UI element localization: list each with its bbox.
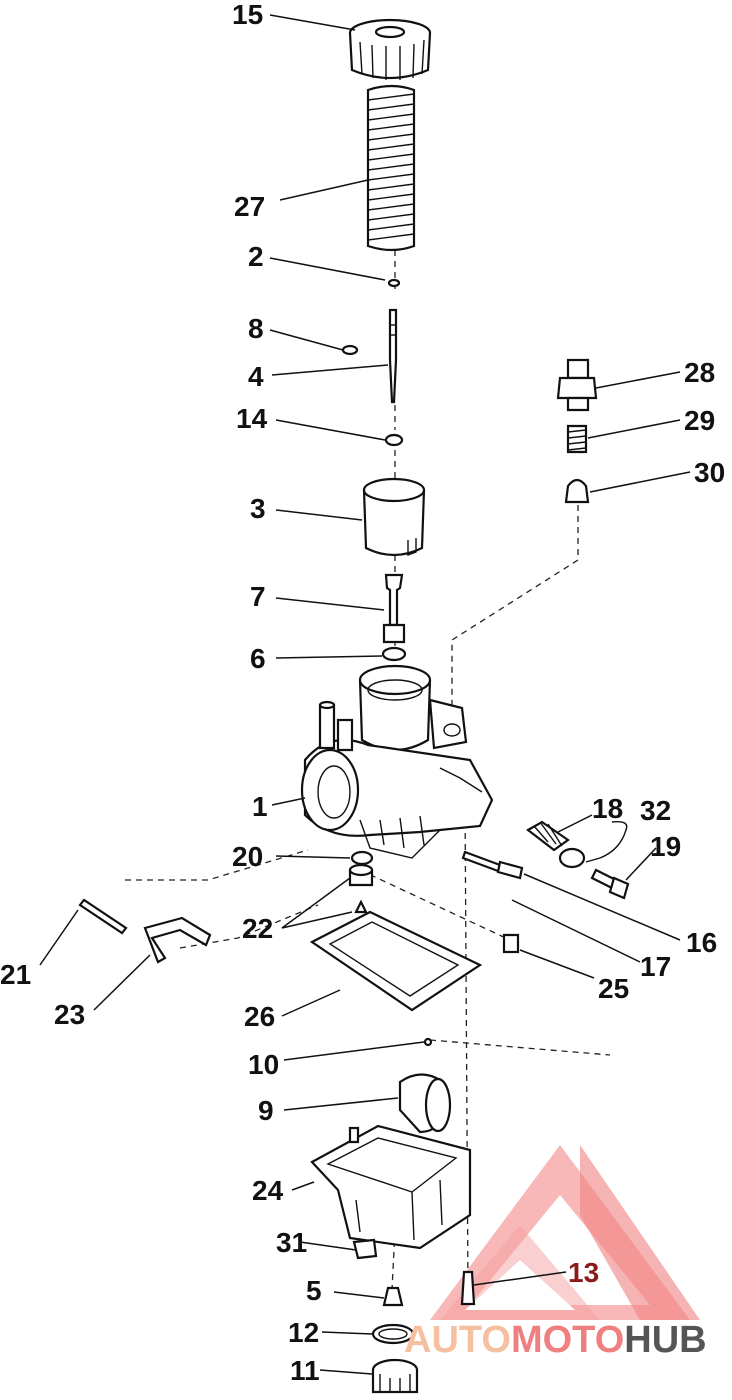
watermark-auto: AUTO: [404, 1319, 511, 1361]
label-29: 29: [684, 405, 715, 436]
part-bowl-plug: [371, 1358, 419, 1394]
label-32: 32: [640, 795, 671, 826]
leader-lines: [39, 14, 691, 1375]
label-12: 12: [288, 1317, 319, 1348]
watermark-hub: HUB: [624, 1319, 706, 1361]
label-21: 21: [0, 959, 31, 990]
label-25: 25: [598, 973, 629, 1004]
watermark-text: AUTOMOTOHUB: [404, 1319, 707, 1361]
label-18: 18: [592, 793, 623, 824]
part-idle-screw: [590, 868, 630, 900]
label-1: 1: [252, 791, 268, 822]
part-throttle-slide: [362, 477, 426, 557]
label-2: 2: [248, 241, 264, 272]
label-27: 27: [234, 191, 265, 222]
part-e-clip: [341, 344, 359, 356]
label-20: 20: [232, 841, 263, 872]
part-main-jet: [348, 863, 374, 914]
part-small-bolt: [502, 933, 520, 954]
label-16: 16: [686, 927, 717, 958]
label-17: 17: [640, 951, 671, 982]
part-drain-screw: [352, 1238, 378, 1260]
part-float-arm: [143, 916, 212, 964]
label-9: 9: [258, 1095, 274, 1126]
part-float: [398, 1073, 452, 1134]
part-jet: [382, 1286, 404, 1307]
label-28: 28: [684, 357, 715, 388]
part-screw: [460, 1270, 476, 1306]
part-plunger: [564, 478, 590, 504]
svg-text:AUTOMOTOHUB: AUTOMOTOHUB: [404, 1319, 707, 1361]
part-gasket: [309, 910, 483, 1012]
label-22: 22: [242, 913, 273, 944]
label-11: 11: [290, 1355, 320, 1386]
part-float-bowl: [310, 1124, 472, 1250]
part-wire: [558, 820, 628, 869]
part-needle-jet: [382, 573, 406, 644]
part-idle-spring: [526, 820, 570, 852]
watermark-logo: [430, 1145, 700, 1320]
label-8: 8: [248, 313, 264, 344]
part-float-pin: [78, 898, 128, 935]
part-needle: [388, 308, 398, 404]
part-spring: [366, 84, 416, 252]
part-pilot-washer: [350, 850, 374, 866]
label-31: 31: [276, 1227, 307, 1258]
label-26: 26: [244, 1001, 275, 1032]
label-10: 10: [248, 1049, 279, 1080]
part-small-spring: [566, 424, 588, 454]
label-19: 19: [650, 831, 681, 862]
part-ring: [381, 646, 407, 662]
label-14: 14: [236, 403, 268, 434]
label-23: 23: [54, 999, 85, 1030]
label-7: 7: [250, 581, 266, 612]
label-13: 13: [568, 1257, 599, 1288]
part-o-ring: [371, 1323, 415, 1345]
part-pilot-screw: [461, 850, 524, 880]
label-4: 4: [248, 361, 264, 392]
part-carburetor-body: [300, 664, 494, 859]
label-5: 5: [306, 1275, 322, 1306]
part-float-needle: [423, 1037, 433, 1047]
label-15: 15: [232, 0, 263, 30]
label-6: 6: [250, 643, 266, 674]
label-30: 30: [694, 457, 725, 488]
label-24: 24: [252, 1175, 284, 1206]
part-cap: [348, 18, 432, 80]
part-fitting: [556, 358, 598, 412]
label-3: 3: [250, 493, 266, 524]
part-clip: [387, 278, 401, 288]
watermark-moto: MOTO: [511, 1319, 624, 1361]
part-washer: [384, 433, 404, 447]
